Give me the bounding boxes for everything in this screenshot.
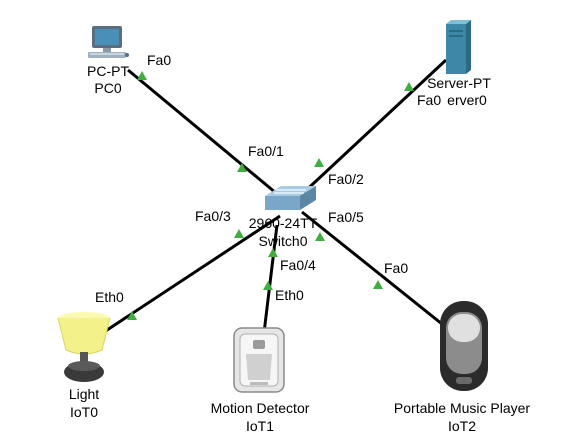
port-label-server0-fa0: Fa0 <box>417 92 441 108</box>
device-server0[interactable]: Server-PT erver0 <box>427 20 491 108</box>
link-iot1-switch0[interactable] <box>262 224 279 334</box>
motion-detector-icon <box>233 327 285 393</box>
link-pc0-switch0[interactable] <box>127 68 283 200</box>
link-iot2-switch0[interactable] <box>301 210 463 342</box>
link-status-led <box>234 229 244 238</box>
device-name-label: IoT2 <box>448 418 476 434</box>
device-name-label: PC0 <box>94 80 121 96</box>
port-label-pc0-fa0: Fa0 <box>147 52 171 68</box>
link-status-led <box>373 280 383 289</box>
link-status-led <box>263 281 273 290</box>
link-status-led <box>315 232 325 241</box>
link-status-led <box>404 82 414 91</box>
device-type-label: Motion Detector <box>211 400 310 416</box>
light-bulb-icon <box>57 312 111 382</box>
port-label-switch-fa0-1: Fa0/1 <box>248 143 284 159</box>
port-label-iot2-fa0: Fa0 <box>384 260 408 276</box>
device-name-label: IoT1 <box>246 418 274 434</box>
device-name-label: erver0 <box>447 92 487 108</box>
port-label-switch-fa0-2: Fa0/2 <box>328 171 364 187</box>
device-type-label: 2960-24TT <box>249 215 318 231</box>
port-label-iot0-eth0: Eth0 <box>95 289 124 305</box>
port-label-switch-fa0-3: Fa0/3 <box>195 208 231 224</box>
device-name-label: IoT0 <box>70 404 98 420</box>
device-iot0[interactable]: Light IoT0 <box>57 312 111 420</box>
port-label-switch-fa0-4: Fa0/4 <box>280 257 316 273</box>
link-status-led <box>314 158 324 167</box>
link-status-led <box>237 163 247 172</box>
link-status-led <box>137 71 147 80</box>
link-iot0-switch0[interactable] <box>97 214 281 338</box>
link-status-led <box>127 311 137 320</box>
port-label-iot1-eth0: Eth0 <box>275 287 304 303</box>
link-server0-switch0[interactable] <box>298 58 448 198</box>
port-label-switch-fa0-5: Fa0/5 <box>328 209 364 225</box>
device-type-label: Portable Music Player <box>394 400 531 416</box>
device-type-label: Light <box>69 386 99 402</box>
switch-icon <box>265 186 316 210</box>
server-icon <box>446 20 471 74</box>
device-iot1[interactable]: Motion Detector IoT1 <box>211 327 310 434</box>
device-name-label: Switch0 <box>258 233 307 249</box>
device-pc0[interactable]: PC-PT PC0 <box>87 26 129 96</box>
link-status-led <box>268 248 278 257</box>
device-type-label: PC-PT <box>87 63 129 79</box>
music-player-icon <box>440 301 488 391</box>
device-type-label: Server-PT <box>427 75 491 91</box>
device-switch0[interactable]: 2960-24TT Switch0 <box>249 186 318 249</box>
pc-icon <box>88 26 129 58</box>
device-iot2[interactable]: Portable Music Player IoT2 <box>394 301 531 434</box>
